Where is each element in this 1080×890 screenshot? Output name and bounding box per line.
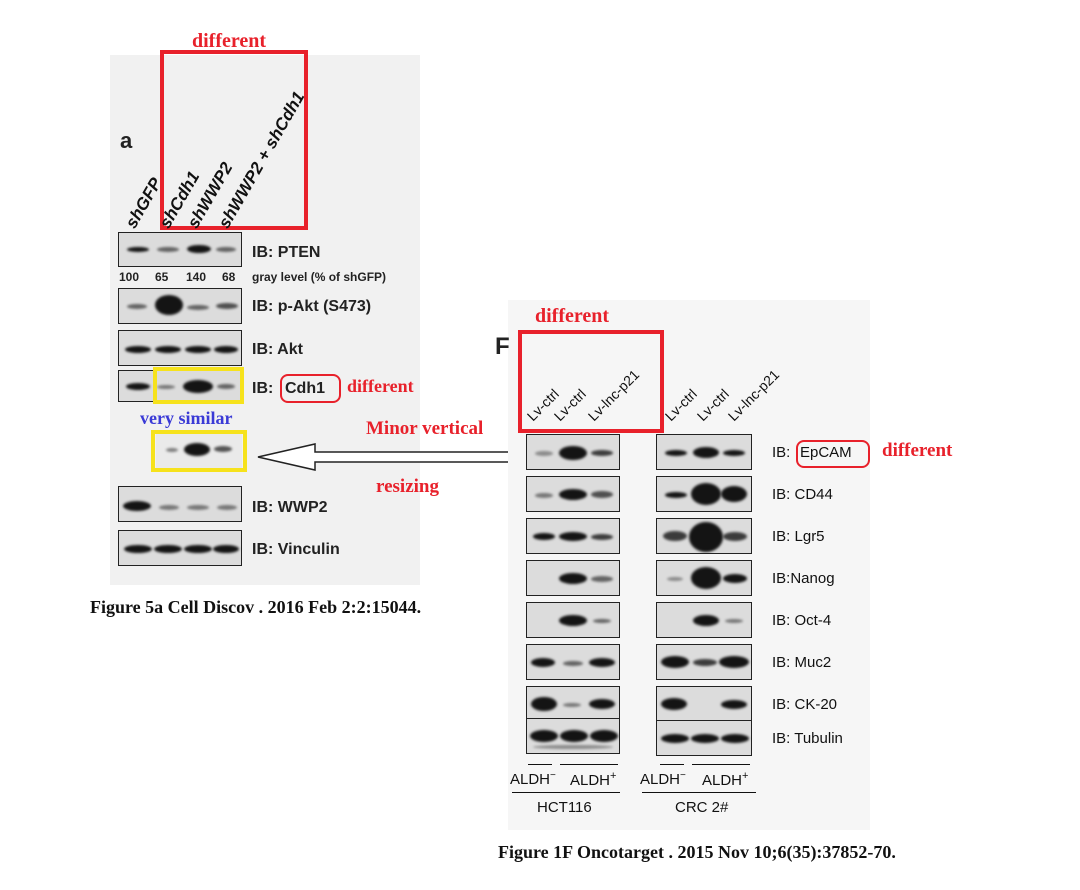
fragment-band-1	[166, 448, 178, 452]
blot-tubulin-crc2	[656, 720, 752, 756]
cdh1-region-highlight	[153, 367, 244, 404]
fig5a-caption: Figure 5a Cell Discov . 2016 Feb 2:2:150…	[90, 597, 422, 617]
label-ib-vinculin: IB: Vinculin	[252, 541, 340, 558]
label-ib-pten: IB: PTEN	[252, 244, 321, 261]
blot-epcam-hct116	[526, 434, 620, 470]
fig1f-caption: Figure 1F Oncotarget . 2015 Nov 10;6(35)…	[498, 842, 896, 862]
cell-line-underline-left	[512, 792, 620, 793]
label-ib-cdh1-prefix: IB:	[252, 380, 274, 397]
label-ib-akt: IB: Akt	[252, 341, 303, 358]
cell-line-underline-right	[642, 792, 756, 793]
fig5a-panel-letter: a	[120, 128, 133, 153]
different-note-epcam: different	[882, 440, 953, 461]
blot-cd44-crc2	[656, 476, 752, 512]
label-ib-muc2: IB: Muc2	[772, 654, 832, 671]
group-line-crc-neg	[660, 764, 684, 765]
blot-vinculin	[118, 530, 242, 566]
blot-p-akt	[118, 288, 242, 324]
minor-vertical-note: Minor vertical	[366, 418, 484, 439]
blot-wwp2	[118, 486, 242, 522]
group-line-hct-neg	[528, 764, 552, 765]
label-ib-oct4: IB: Oct-4	[772, 612, 832, 629]
blot-ck20-hct116	[526, 686, 620, 722]
label-ib-cd44: IB: CD44	[772, 486, 833, 503]
label-ib-lgr5: IB: Lgr5	[772, 528, 825, 545]
label-ib-tubulin: IB: Tubulin	[772, 730, 843, 747]
fragment-highlight	[151, 430, 247, 472]
blot-akt	[118, 330, 242, 366]
blot-nanog-crc2	[656, 560, 752, 596]
blot-cd44-hct116	[526, 476, 620, 512]
left-arrow-icon	[257, 443, 519, 471]
label-cdh1-name: Cdh1	[285, 380, 325, 397]
different-note-cdh1: different	[347, 376, 414, 396]
blot-muc2-hct116	[526, 644, 620, 680]
gray-value-2: 65	[155, 270, 169, 284]
fragment-band-2	[184, 443, 210, 456]
blot-epcam-crc2	[656, 434, 752, 470]
gray-value-1: 100	[119, 270, 140, 284]
cell-line-crc2: CRC 2#	[675, 799, 729, 816]
aldh-pos-label-right: ALDH+	[702, 770, 749, 789]
group-line-hct-pos	[560, 764, 618, 765]
gray-value-3: 140	[186, 270, 207, 284]
blot-muc2-crc2	[656, 644, 752, 680]
gray-level-label: gray level (% of shGFP)	[252, 270, 387, 284]
label-ib-epcam-prefix: IB:	[772, 444, 791, 461]
resizing-note: resizing	[376, 476, 439, 497]
blot-tubulin-hct116	[526, 718, 620, 754]
blot-ck20-crc2	[656, 686, 752, 722]
label-ib-nanog: IB:Nanog	[772, 570, 835, 587]
very-similar-note: very similar	[140, 408, 233, 428]
blot-lgr5-hct116	[526, 518, 620, 554]
label-ib-wwp2: IB: WWP2	[252, 499, 328, 516]
label-ib-ck20: IB: CK-20	[772, 696, 838, 713]
aldh-pos-label-left: ALDH+	[570, 770, 617, 789]
f-lanes-highlight-box	[518, 330, 664, 433]
aldh-neg-label-left: ALDH−	[510, 770, 556, 788]
cell-line-hct116: HCT116	[537, 799, 592, 816]
blot-nanog-hct116	[526, 560, 620, 596]
group-line-crc-pos	[692, 764, 750, 765]
gray-value-4: 68	[222, 270, 236, 284]
label-ib-p-akt: IB: p-Akt (S473)	[252, 298, 372, 315]
different-note-f: different	[535, 305, 610, 327]
label-epcam-name: EpCAM	[800, 444, 852, 461]
fragment-band-3	[214, 446, 232, 452]
blot-pten	[118, 232, 242, 267]
blot-oct4-hct116	[526, 602, 620, 638]
cdh1-name-highlight	[280, 374, 341, 403]
different-note-top: different	[192, 30, 267, 52]
epcam-name-highlight	[796, 440, 870, 468]
blot-lgr5-crc2	[656, 518, 752, 554]
fig1f-panel-letter: F	[495, 333, 510, 360]
aldh-neg-label-right: ALDH−	[640, 770, 686, 788]
lanes-highlight-box	[160, 50, 308, 230]
blot-oct4-crc2	[656, 602, 752, 638]
